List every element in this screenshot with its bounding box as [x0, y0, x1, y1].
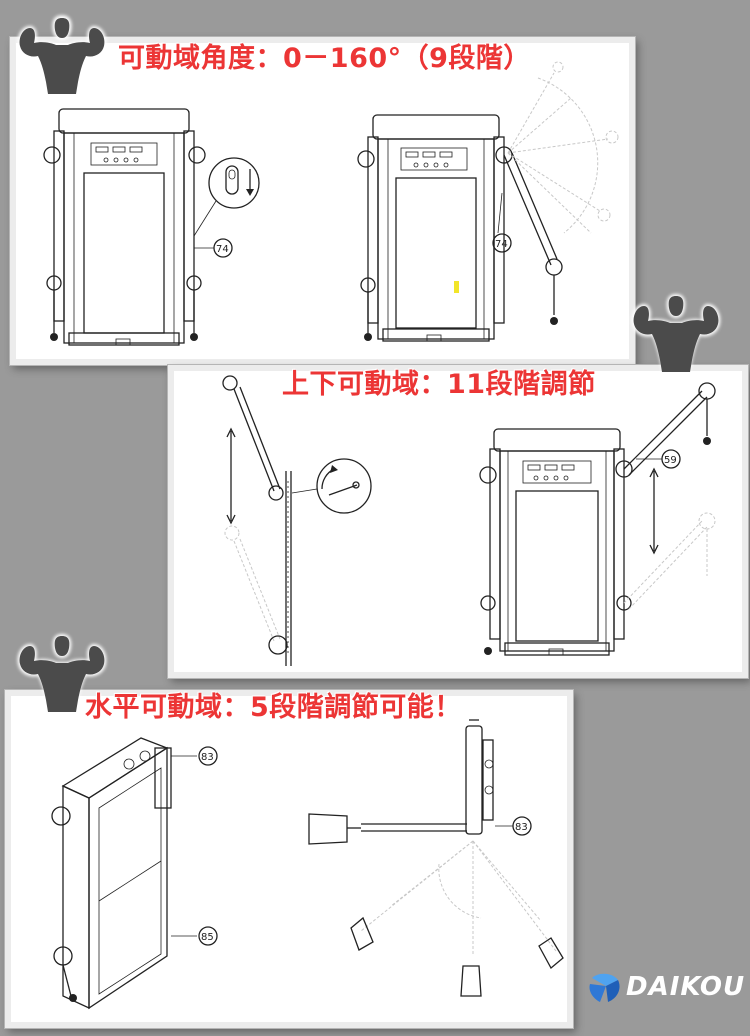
- daikou-logo: DAIKOU: [588, 970, 745, 1004]
- machine-front-left: [43, 108, 260, 346]
- callout-74-right: [492, 233, 512, 253]
- panel-range-angle: 74: [10, 37, 635, 365]
- callout-83-left: [198, 746, 218, 766]
- callout-59: [661, 449, 681, 469]
- heading-vertical: 上下可動域：11段階調節: [282, 369, 596, 400]
- arm-side-view: [222, 375, 372, 666]
- machine-front-vertical: [479, 382, 716, 656]
- range-angle-diagram: 74: [43, 61, 619, 346]
- panel-vertical: 59: [168, 365, 748, 678]
- heading-range-angle: 可動域角度：0－160°（9段階）: [118, 43, 531, 74]
- callout-74-left-label: 74: [216, 244, 229, 255]
- callout-85: [198, 926, 218, 946]
- callout-74-left: [213, 238, 233, 258]
- panel-horizontal: 83 85 83: [5, 690, 573, 1028]
- horizontal-diagram: 83 85 83: [51, 719, 564, 1010]
- muscle-man-icon: [631, 294, 721, 372]
- daikou-logo-icon: [589, 973, 620, 1002]
- machine-front-right: [357, 61, 619, 342]
- callout-74-right-label: 74: [495, 239, 508, 250]
- muscle-man-icon: [17, 634, 107, 712]
- callout-85-label: 85: [201, 932, 214, 943]
- machine-isometric: [51, 737, 197, 1010]
- arm-top-view: [308, 719, 564, 997]
- callout-59-label: 59: [664, 455, 677, 466]
- callout-83-right: [512, 816, 532, 836]
- heading-horizontal: 水平可動域：5段階調節可能！: [85, 692, 462, 723]
- callout-83-left-label: 83: [201, 752, 214, 763]
- brand-name: DAIKOU: [626, 972, 746, 1002]
- callout-83-right-label: 83: [515, 822, 528, 833]
- vertical-diagram: 59: [222, 375, 716, 666]
- muscle-man-icon: [17, 15, 107, 94]
